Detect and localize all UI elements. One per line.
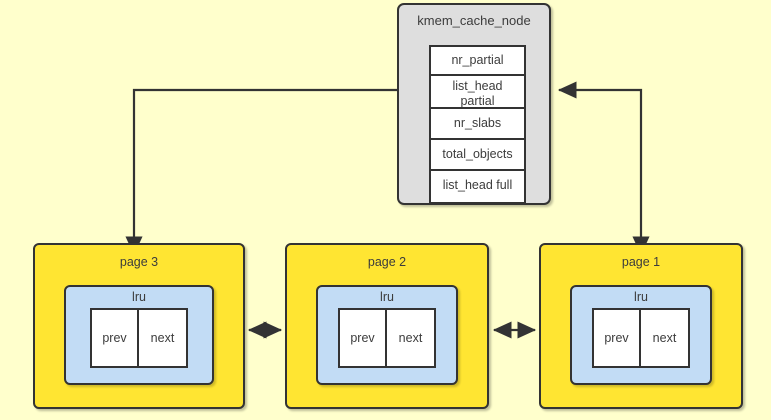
lru-label: lru <box>132 290 146 304</box>
page-label: page 2 <box>367 255 407 269</box>
lru-pointer-pair: prev next <box>592 308 690 368</box>
field-total-objects: total_objects <box>431 140 524 171</box>
page-box-page-1: page 1 lru prev next <box>539 243 743 409</box>
lru-box: lru prev next <box>64 285 214 385</box>
page-box-page-2: page 2 lru prev next <box>285 243 489 409</box>
lru-box: lru prev next <box>316 285 458 385</box>
field-nr-slabs: nr_slabs <box>431 109 524 140</box>
connector-page1-to-partial <box>557 81 650 256</box>
lru-label: lru <box>380 290 394 304</box>
lru-label: lru <box>634 290 648 304</box>
lru-prev-cell: prev <box>340 310 387 366</box>
page-box-page-3: page 3 lru prev next <box>33 243 245 409</box>
page-label: page 3 <box>119 255 159 269</box>
field-list-head-partial: list_head partial <box>431 76 524 109</box>
lru-box: lru prev next <box>570 285 712 385</box>
kmem-cache-node-field-stack: nr_partial list_head partial nr_slabs to… <box>429 45 526 204</box>
lru-pointer-pair: prev next <box>338 308 436 368</box>
lru-next-cell: next <box>641 310 688 366</box>
lru-prev-cell: prev <box>92 310 139 366</box>
connector-partial-to-page3 <box>125 81 422 256</box>
lru-pointer-pair: prev next <box>90 308 188 368</box>
kmem-cache-node-title: kmem_cache_node <box>417 13 531 28</box>
field-nr-partial: nr_partial <box>431 47 524 76</box>
field-list-head-partial-line2: partial <box>460 94 495 108</box>
page-label: page 1 <box>621 255 661 269</box>
field-list-head-full: list_head full <box>431 171 524 202</box>
lru-prev-cell: prev <box>594 310 641 366</box>
kmem-cache-node-box: kmem_cache_node nr_partial list_head par… <box>397 3 551 205</box>
lru-next-cell: next <box>387 310 434 366</box>
lru-next-cell: next <box>139 310 186 366</box>
field-list-head-partial-line1: list_head <box>452 79 503 93</box>
